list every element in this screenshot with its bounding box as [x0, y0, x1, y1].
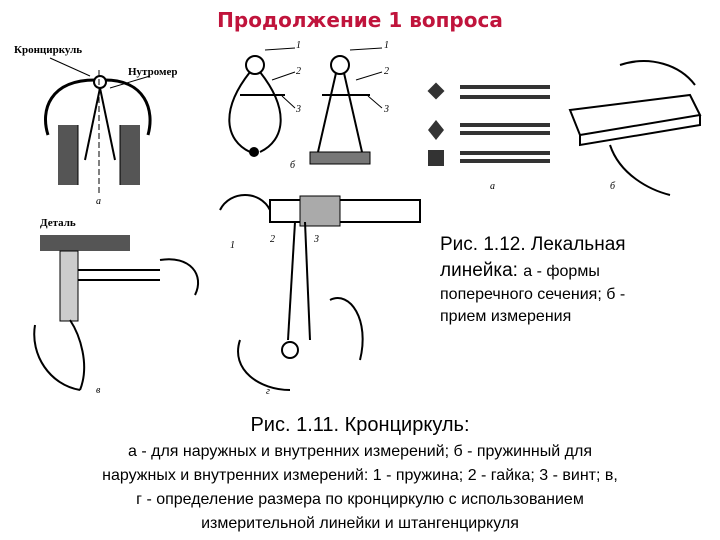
caliper-drawing [44, 57, 152, 195]
label-detail: Деталь [40, 217, 76, 229]
straightedge-drawing [427, 60, 702, 196]
label-caliper: Кронциркуль [14, 44, 83, 56]
spring-caliper-drawing [228, 47, 383, 165]
slide-title: Продолжение 1 вопроса [217, 8, 503, 32]
figure-measure-ruler-v: Деталь в [20, 215, 210, 400]
caption-111-line4: измерительной линейки и штангенциркуля [201, 515, 519, 532]
figure-measure-vernier-g: 1 2 3 г [210, 190, 430, 400]
caption-fig-1-11: Рис. 1.11. Кронциркуль: а - для наружных… [8, 412, 712, 534]
caption-112-line4: прием измерения [440, 308, 572, 325]
caption-111-head: Рис. 1.11. Кронциркуль: [250, 414, 470, 436]
figure-caliper-a: Кронциркуль Нутромер а [10, 40, 200, 210]
caption-112-line3: поперечного сечения; б - [440, 286, 626, 303]
letter-g: г [266, 386, 270, 397]
num-3-left: 3 [296, 104, 301, 115]
num-1-right: 1 [384, 40, 389, 51]
num-2-left: 2 [296, 66, 301, 77]
caption-fig-1-12: Рис. 1.12. Лекальная линейка: а - формы … [440, 232, 710, 328]
letter-b: б [290, 160, 296, 171]
num-3-right: 3 [384, 104, 389, 115]
num-g-2: 2 [270, 234, 275, 245]
letter-ruler-b: б [610, 181, 616, 192]
letter-a: а [96, 196, 101, 207]
caption-111-line2: наружных и внутренних измерений: 1 - пру… [102, 467, 618, 484]
caption-112-line2b: а - формы [523, 263, 600, 280]
figure-straightedge: а б [420, 55, 710, 205]
caption-111-line1: а - для наружных и внутренних измерений;… [128, 443, 592, 460]
letter-v: в [96, 385, 101, 396]
caption-112-line2: линейка: а - формы [440, 260, 600, 281]
num-g-3: 3 [314, 234, 319, 245]
num-2-right: 2 [384, 66, 389, 77]
caption-111-line3: г - определение размера по кронциркулю с… [136, 491, 584, 508]
figure-spring-caliper-b: 1 2 3 1 2 3 б [210, 40, 410, 190]
label-nutromer: Нутромер [128, 66, 178, 78]
num-g-1: 1 [230, 240, 235, 251]
num-1-left: 1 [296, 40, 301, 51]
letter-ruler-a: а [490, 181, 495, 192]
caption-112-head: Рис. 1.12. Лекальная [440, 234, 626, 255]
measure-vernier-drawing [219, 194, 421, 391]
measure-ruler-drawing [33, 235, 200, 391]
